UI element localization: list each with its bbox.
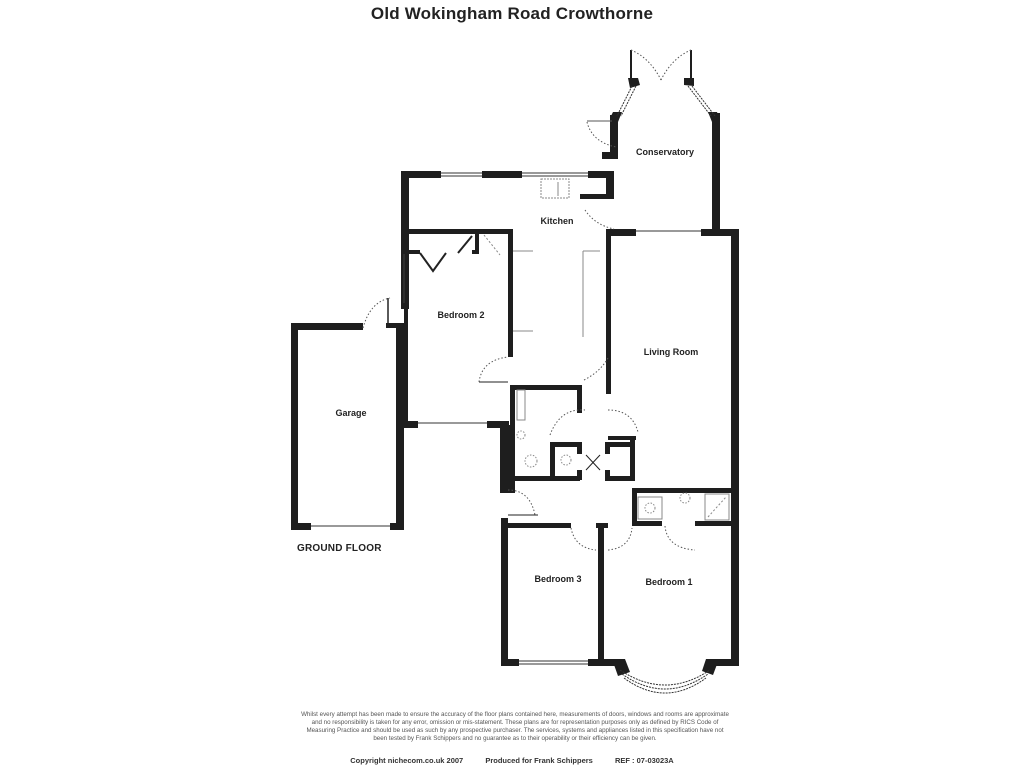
floor-label: GROUND FLOOR <box>297 543 382 554</box>
room-label-kitchen: Kitchen <box>540 216 574 226</box>
room-label-garage: Garage <box>335 408 367 418</box>
footer: Copyright nichecom.co.uk 2007 Produced f… <box>0 756 1024 765</box>
door-swings <box>362 49 696 551</box>
page-title: Old Wokingham Road Crowthorne <box>370 4 654 23</box>
room-label-bedroom-3: Bedroom 3 <box>534 574 582 584</box>
room-label-living-room: Living Room <box>643 347 699 357</box>
windows <box>311 85 716 694</box>
disclaimer-text: Whilst every attempt has been made to en… <box>301 711 729 742</box>
room-label-conservatory: Conservatory <box>635 147 695 157</box>
produced-for-text: Produced for Frank Schippers <box>485 756 593 765</box>
room-label-bedroom-1: Bedroom 1 <box>645 577 693 587</box>
fixtures <box>419 178 730 521</box>
walls <box>291 50 739 676</box>
room-label-bedroom-2: Bedroom 2 <box>437 310 485 320</box>
copyright-text: Copyright nichecom.co.uk 2007 <box>350 756 464 765</box>
reference-text: REF : 07-03023A <box>614 756 674 765</box>
